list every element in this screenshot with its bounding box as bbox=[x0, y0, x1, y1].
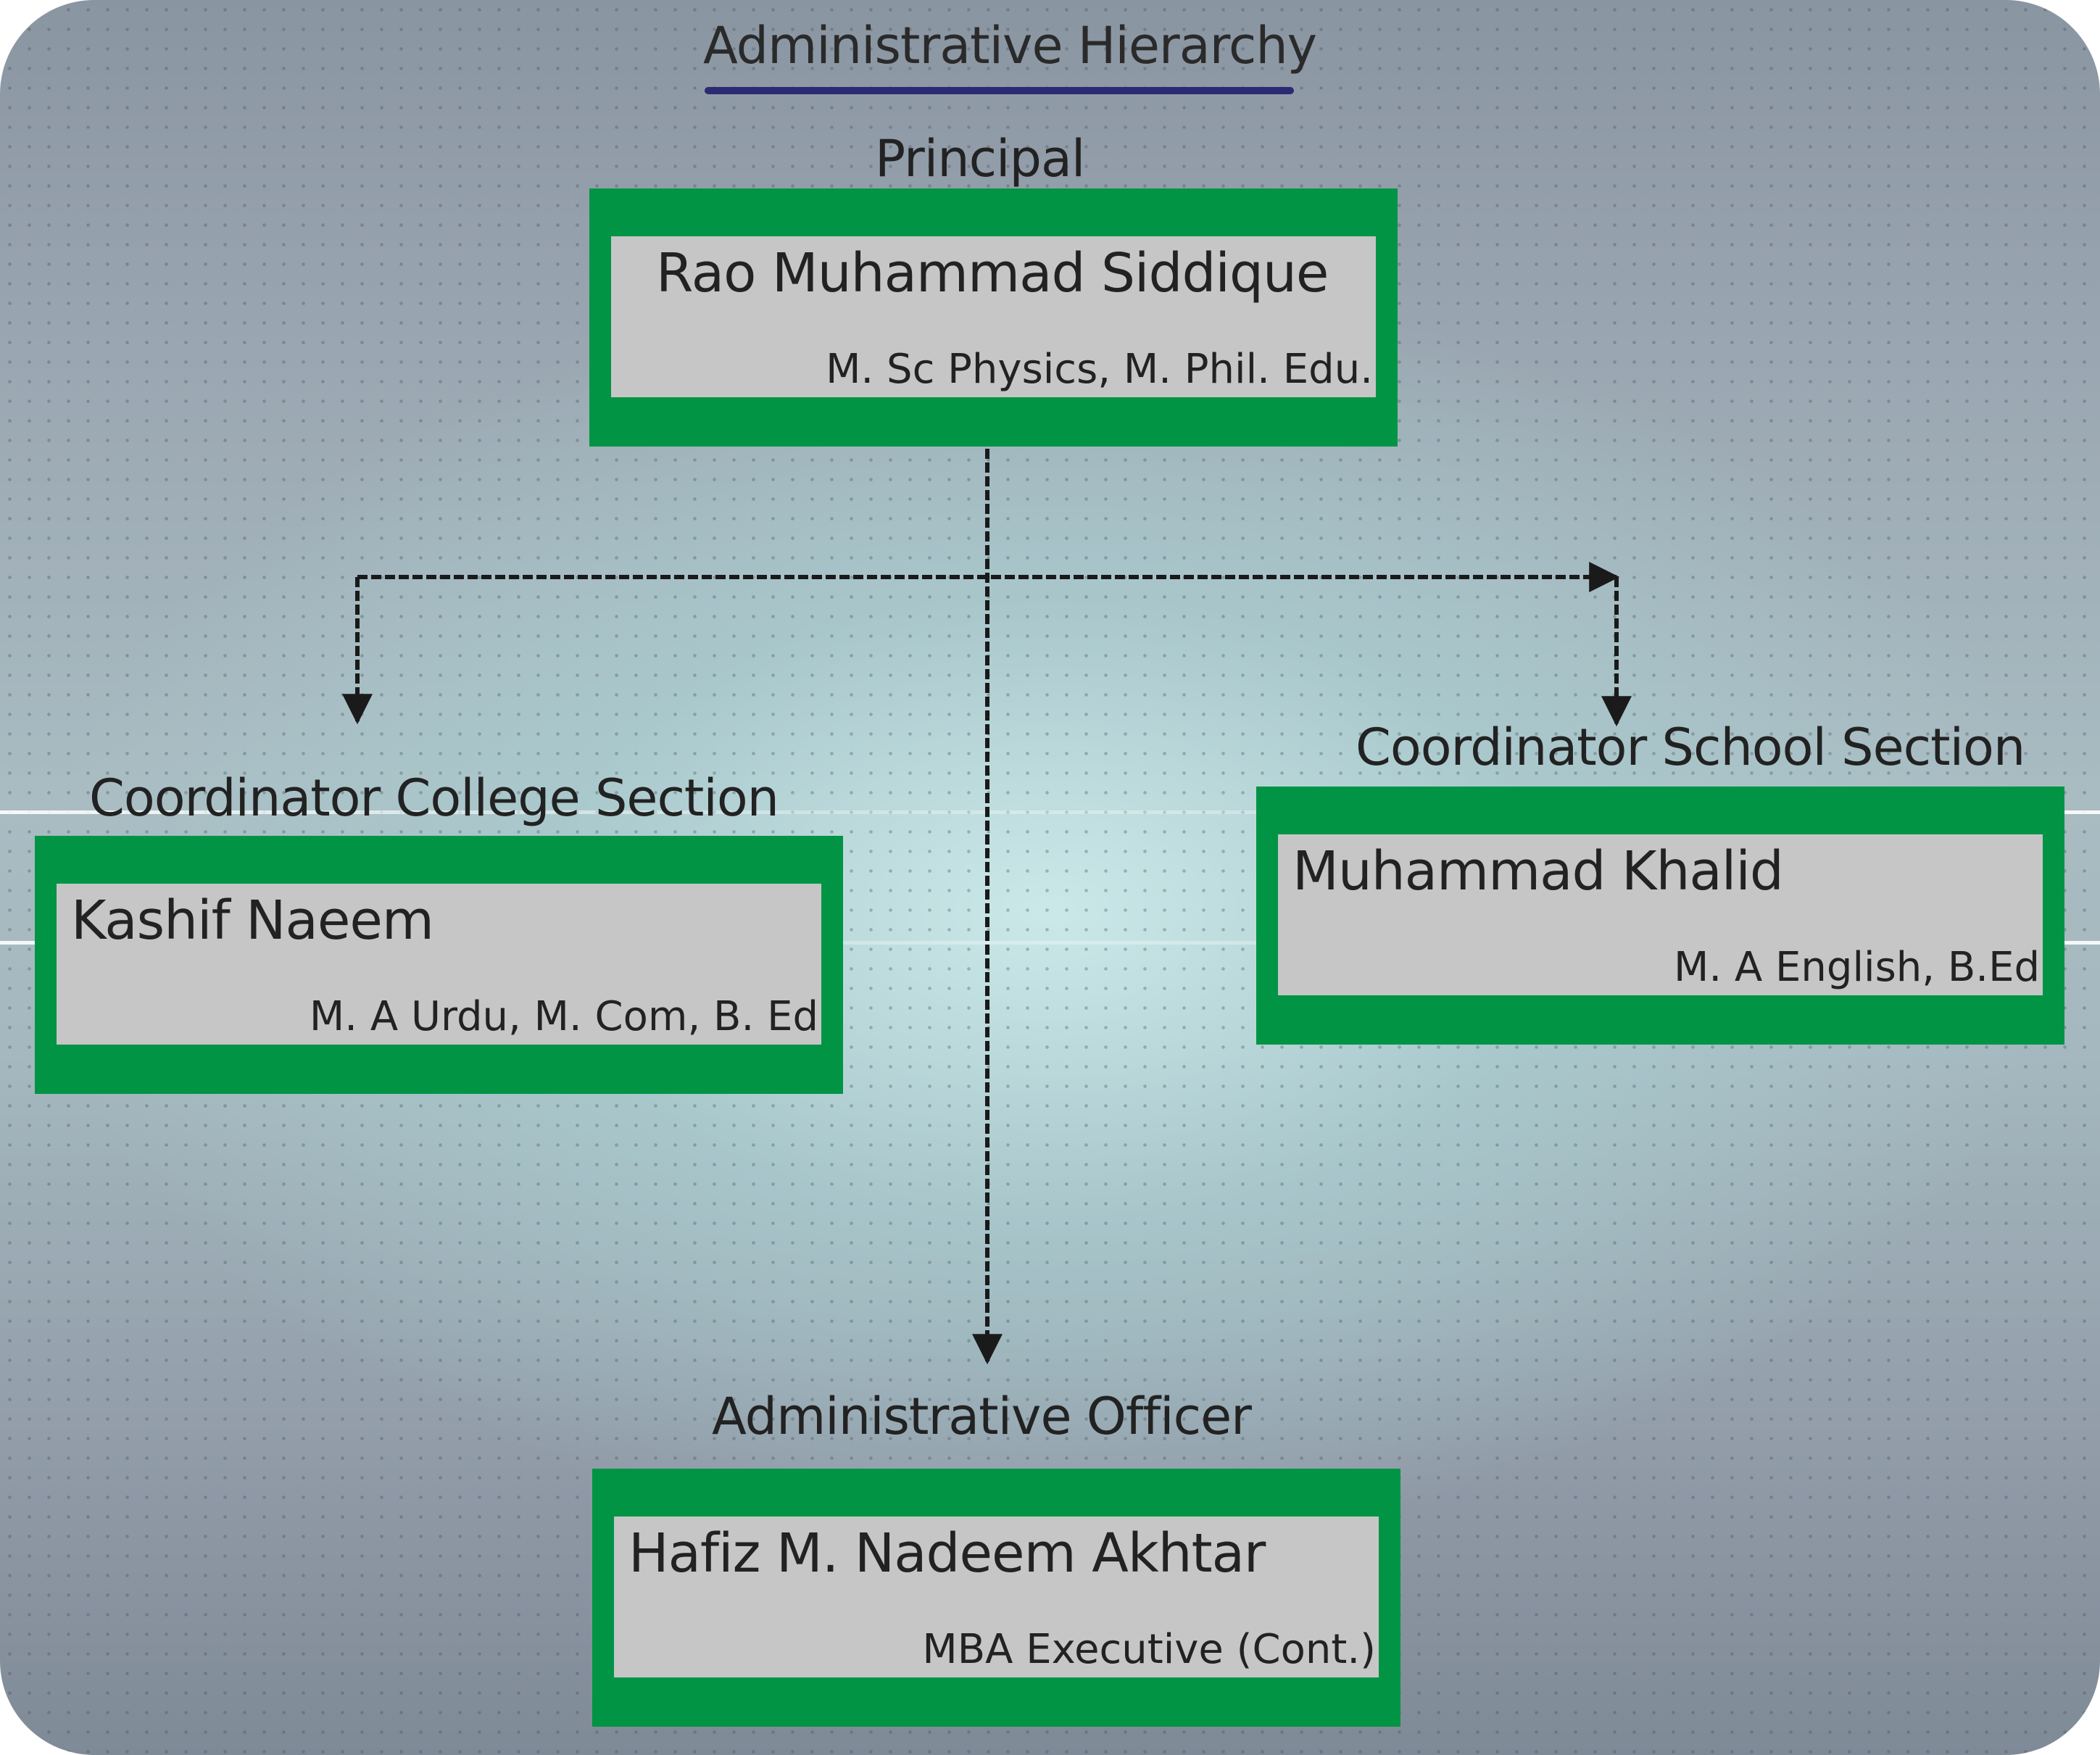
role-principal: Principal bbox=[875, 129, 1085, 188]
name-principal: Rao Muhammad Siddique bbox=[656, 242, 1329, 304]
card-school-coordinator: Muhammad Khalid M. A English, B.Ed bbox=[1256, 787, 2064, 1045]
page-title: Administrative Hierarchy bbox=[703, 16, 1317, 75]
name-school-coordinator: Muhammad Khalid bbox=[1292, 840, 1784, 903]
role-school-coordinator: Coordinator School Section bbox=[1356, 718, 2025, 777]
card-college-coordinator: Kashif Naeem M. A Urdu, M. Com, B. Ed bbox=[35, 836, 843, 1094]
role-college-coordinator: Coordinator College Section bbox=[89, 768, 779, 828]
glow-line-lower bbox=[0, 941, 2100, 945]
card-admin-body: Hafiz M. Nadeem Akhtar MBA Executive (Co… bbox=[614, 1517, 1379, 1677]
card-admin-officer: Hafiz M. Nadeem Akhtar MBA Executive (Co… bbox=[592, 1469, 1400, 1727]
title-underline bbox=[705, 87, 1294, 94]
card-college-body: Kashif Naeem M. A Urdu, M. Com, B. Ed bbox=[57, 884, 821, 1045]
name-admin-officer: Hafiz M. Nadeem Akhtar bbox=[628, 1522, 1266, 1585]
qualification-principal: M. Sc Physics, M. Phil. Edu. bbox=[826, 346, 1373, 393]
qualification-college-coordinator: M. A Urdu, M. Com, B. Ed bbox=[309, 993, 818, 1040]
card-principal-body: Rao Muhammad Siddique M. Sc Physics, M. … bbox=[611, 236, 1376, 397]
qualification-admin-officer: MBA Executive (Cont.) bbox=[922, 1626, 1376, 1673]
card-school-body: Muhammad Khalid M. A English, B.Ed bbox=[1278, 834, 2043, 995]
glow-line-upper bbox=[0, 810, 2100, 814]
name-college-coordinator: Kashif Naeem bbox=[71, 889, 434, 952]
card-principal: Rao Muhammad Siddique M. Sc Physics, M. … bbox=[589, 188, 1398, 447]
qualification-school-coordinator: M. A English, B.Ed bbox=[1674, 944, 2040, 991]
role-admin-officer: Administrative Officer bbox=[712, 1387, 1252, 1446]
